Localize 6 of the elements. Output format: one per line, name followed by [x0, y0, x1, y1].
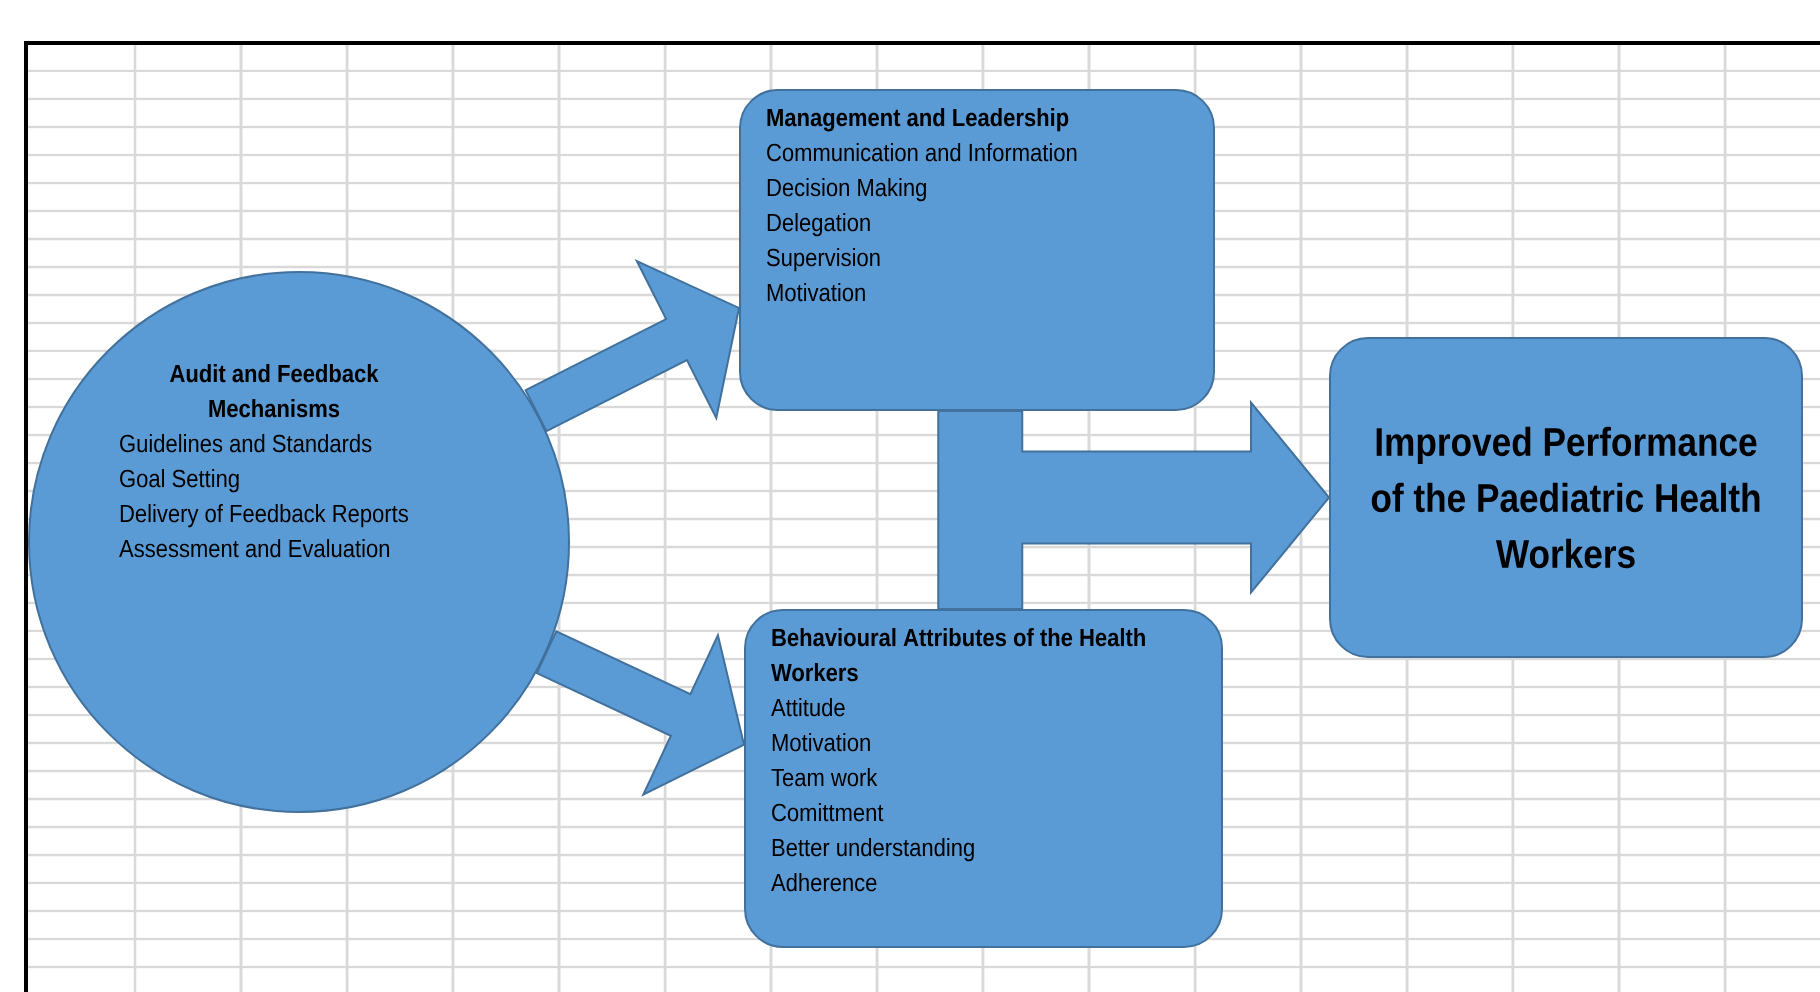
- factor-box: Management and Leadership Communication and Information Decision Making Delegation Supervision Motivation: [739, 89, 1215, 411]
- outcome-box: Improved Performance of the Paediatric Health Workers: [1329, 337, 1803, 658]
- factor-box: Behavioural Attributes of the Health Workers Attitude Motivation Team work Comittment Better understanding Adherence: [744, 609, 1223, 948]
- block-arrow: [524, 258, 741, 433]
- block-arrow: [535, 630, 746, 797]
- block-arrow: [937, 399, 1331, 610]
